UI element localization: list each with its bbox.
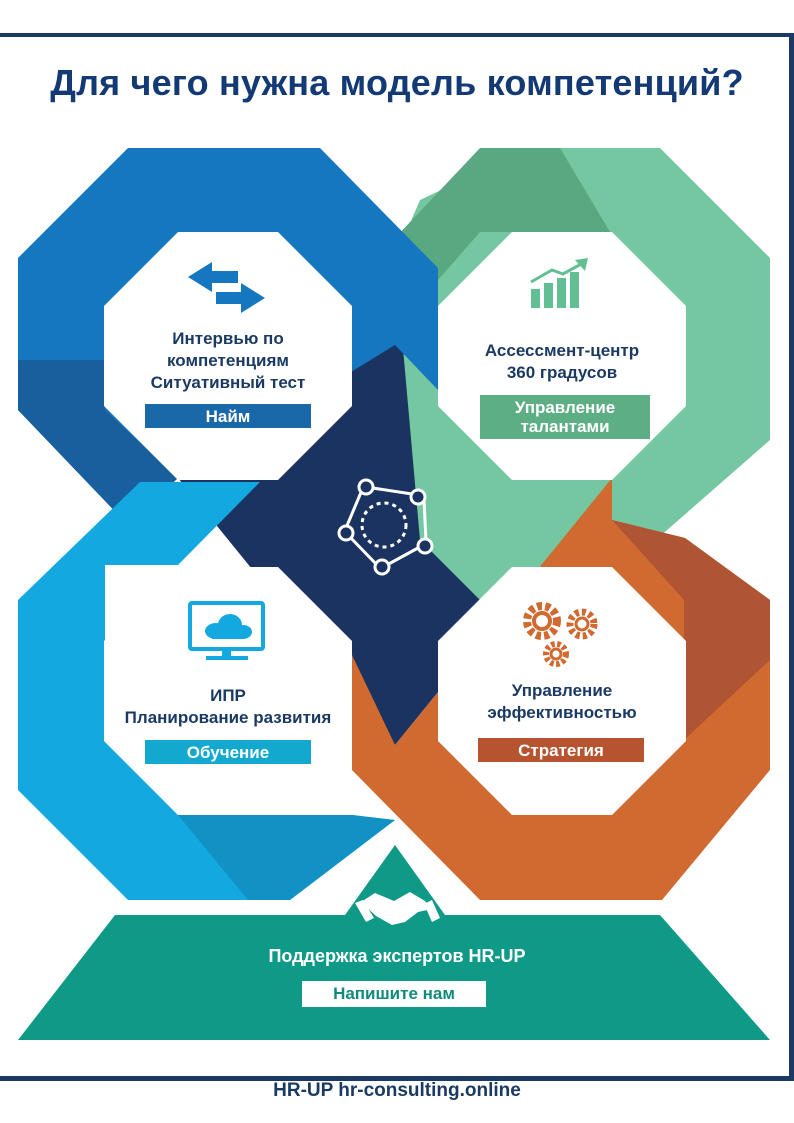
gears-icon xyxy=(523,602,598,667)
bottom-right-line-1: Управление xyxy=(511,681,613,700)
lightblue-octagon-shade xyxy=(178,815,395,900)
support-trapezoid xyxy=(18,845,770,1040)
orange-octagon-shade xyxy=(612,520,770,740)
bottom-left-line-1: ИПР xyxy=(210,686,246,705)
cycle-network-icon xyxy=(337,478,434,576)
contact-us-button[interactable]: Напишите нам xyxy=(302,981,486,1007)
bottom-left-text: ИПР Планирование развития xyxy=(112,685,344,729)
top-left-text: Интервью по компетенциям Ситуативный тес… xyxy=(112,328,344,394)
top-left-line-1: Интервью по xyxy=(172,329,284,348)
footer-text[interactable]: HR-UP hr-consulting.online xyxy=(273,1080,521,1101)
swap-arrows-icon xyxy=(188,262,265,313)
tag-talent-management[interactable]: Управление талантами xyxy=(480,395,650,439)
top-right-line-1: Ассессмент-центр xyxy=(484,341,640,360)
support-text: Поддержка экспертов HR-UP xyxy=(268,946,526,966)
green-octagon-shade xyxy=(395,148,610,280)
top-left-line-3: Ситуативный тест xyxy=(150,373,306,392)
tag-training[interactable]: Обучение xyxy=(145,740,311,764)
handshake-icon xyxy=(355,892,440,925)
tag-talent-line-1: Управление xyxy=(514,398,616,417)
bottom-rule xyxy=(0,1076,794,1081)
top-rule xyxy=(0,33,794,37)
growth-chart-icon xyxy=(530,258,588,308)
lightblue-octagon xyxy=(18,482,395,900)
tag-talent-line-2: талантами xyxy=(520,417,610,436)
right-border xyxy=(789,37,794,1076)
top-left-line-2: компетенциям xyxy=(167,351,289,370)
bottom-right-text: Управление эффективностью xyxy=(446,680,678,724)
tag-hiring[interactable]: Найм xyxy=(145,404,311,428)
bottom-left-line-2: Планирование развития xyxy=(124,708,332,727)
bottom-right-line-2: эффективностью xyxy=(487,703,637,722)
page-title: Для чего нужна модель компетенций? xyxy=(50,62,744,103)
top-right-line-2: 360 градусов xyxy=(506,363,618,382)
tag-strategy[interactable]: Стратегия xyxy=(478,738,644,762)
top-right-text: Ассессмент-центр 360 градусов xyxy=(446,340,678,384)
blue-octagon-shade xyxy=(18,360,178,525)
cloud-monitor-icon xyxy=(188,601,265,660)
